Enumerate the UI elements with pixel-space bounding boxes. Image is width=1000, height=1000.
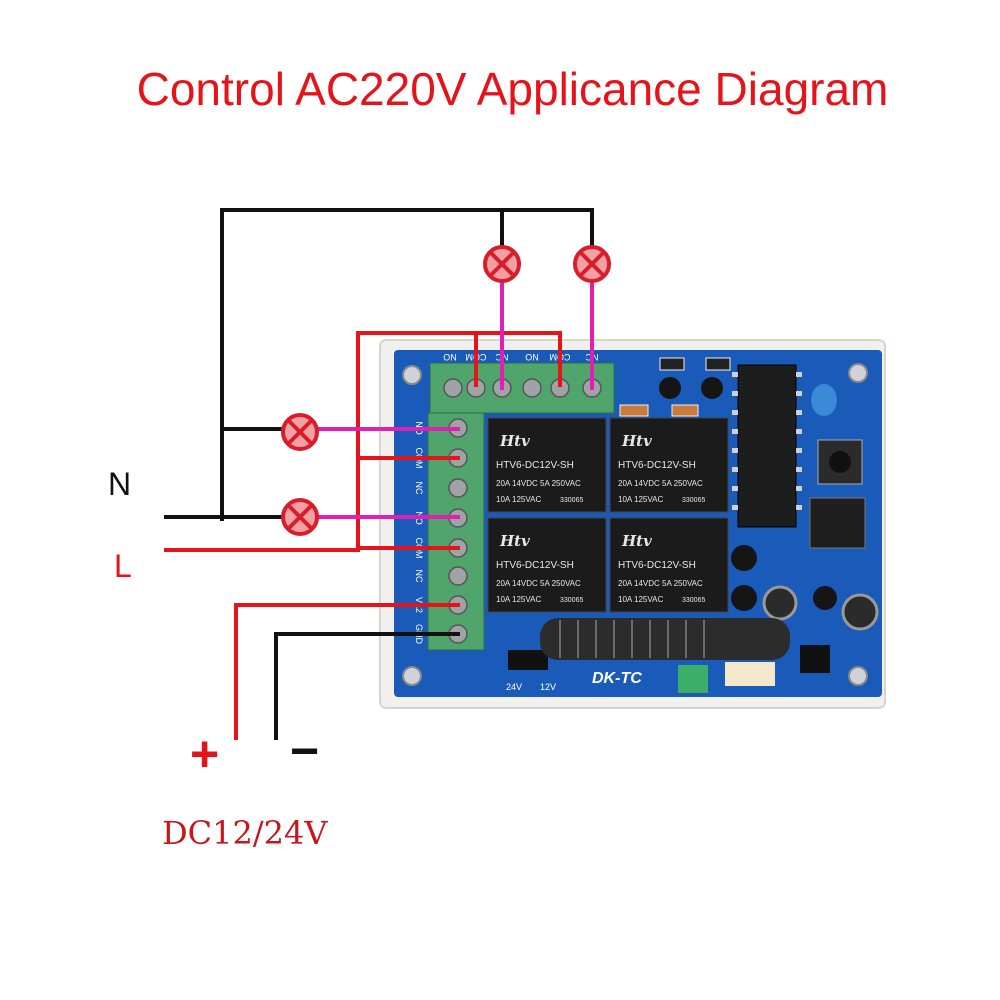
relay-rating: 20A 14VDC 5A 250VAC	[618, 579, 703, 588]
relay-rating: 20A 14VDC 5A 250VAC	[496, 479, 581, 488]
relay-rating: 20A 14VDC 5A 250VAC	[618, 479, 703, 488]
relay-rating: 10A 125VAC	[618, 495, 663, 504]
dc-plus-label: +	[190, 726, 220, 782]
lamp-icon	[281, 413, 319, 451]
relay-brand: Htv	[499, 432, 530, 450]
jumper-12v-label: 12V	[540, 682, 556, 692]
top-terminal-block	[429, 362, 615, 414]
relay-model: HTV6-DC12V-SH	[496, 560, 574, 571]
antenna-coil	[540, 618, 790, 660]
neutral-label: N	[108, 466, 132, 502]
relay-brand: Htv	[499, 532, 530, 550]
ic-chip	[732, 364, 802, 528]
terminal-label: NO	[525, 352, 539, 362]
relay-code: 330065	[560, 497, 583, 504]
board-model-label: DK-TC	[592, 670, 642, 687]
lamp-icon	[281, 498, 319, 536]
relay-model: HTV6-DC12V-SH	[496, 460, 574, 471]
relay-brand: Htv	[621, 432, 652, 450]
relay-rating: 10A 125VAC	[496, 495, 541, 504]
load-wires	[316, 281, 594, 519]
live-wires	[164, 331, 562, 740]
board-components	[508, 357, 879, 693]
dc-minus-label: −	[290, 723, 320, 779]
live-label: L	[114, 548, 132, 584]
relay-rating: 20A 14VDC 5A 250VAC	[496, 579, 581, 588]
dc-voltage-label: DC12/24V	[162, 814, 328, 852]
relay-code: 330065	[560, 597, 583, 604]
lamp-icon	[573, 245, 611, 283]
diagram-title: Control AC220V Applicance Diagram	[136, 63, 889, 115]
relay-code: 330065	[682, 597, 705, 604]
lamp-icon	[483, 245, 521, 283]
terminal-label: NC	[414, 570, 424, 583]
side-terminal-block	[427, 412, 485, 651]
relay-rating: 10A 125VAC	[496, 595, 541, 604]
mounting-screws	[402, 363, 868, 686]
relay-brand: Htv	[621, 532, 652, 550]
relay-rating: 10A 125VAC	[618, 595, 663, 604]
relay-code: 330065	[682, 497, 705, 504]
terminal-label: NO	[443, 352, 457, 362]
relay-model: HTV6-DC12V-SH	[618, 460, 696, 471]
lamps	[281, 245, 611, 536]
relay-model: HTV6-DC12V-SH	[618, 560, 696, 571]
jumper-24v-label: 24V	[506, 682, 522, 692]
neutral-wires	[164, 208, 594, 740]
terminal-label: NC	[414, 482, 424, 495]
